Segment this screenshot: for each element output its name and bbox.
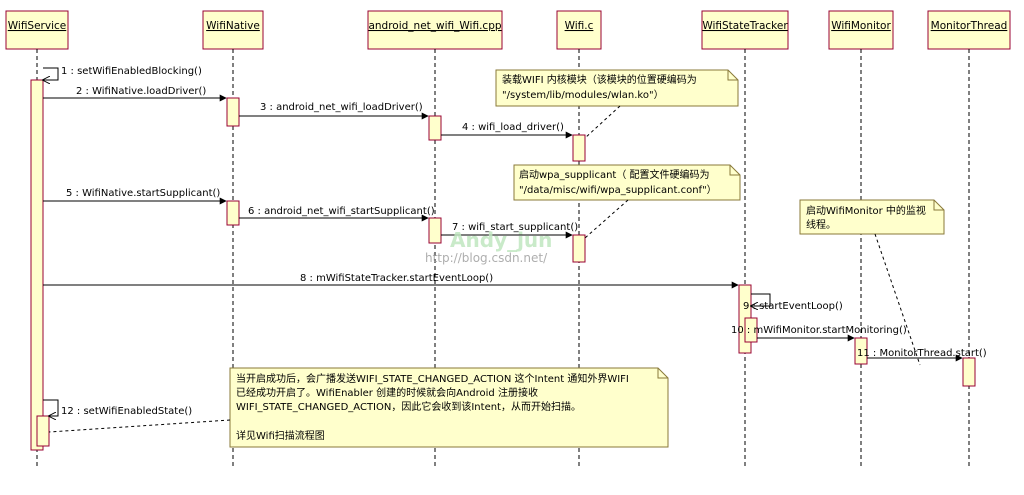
activation-native-5 xyxy=(226,200,240,226)
message-1-label: 1 : setWifiEnabledBlocking() xyxy=(61,66,202,77)
message-3-label: 3 : android_net_wifi_loadDriver() xyxy=(260,102,423,113)
message-4-label: 4 : wifi_load_driver() xyxy=(462,122,564,133)
message-1-arrow xyxy=(43,67,59,80)
participant-wifiservice: WifiService xyxy=(5,10,69,50)
message-12-arrow xyxy=(43,399,59,416)
message-8-label: 8 : mWifiStateTracker.startEventLoop() xyxy=(300,273,493,284)
activation-wific-7 xyxy=(572,234,586,263)
note-line: 装载WIFI 内核模块（该模块的位置硬编码为 xyxy=(502,73,697,86)
note-line: "/system/lib/modules/wlan.ko"） xyxy=(502,89,664,101)
message-labels: 1 : setWifiEnabledBlocking() 2 : WifiNat… xyxy=(61,66,987,417)
note-line: 启动wpa_supplicant（ 配置文件硬编码为 xyxy=(519,168,710,181)
participant-label: WifiNative xyxy=(206,20,260,32)
activation-svc-main xyxy=(30,79,44,451)
note-line: 启动WifiMonitor 中的监视 xyxy=(806,204,926,217)
participant-label: Wifi.c xyxy=(565,20,594,32)
message-arrows xyxy=(43,67,963,416)
participant-android-net-wifi-cpp: android_net_wifi_Wifi.cpp xyxy=(367,10,503,50)
activation-svc-12 xyxy=(36,415,50,447)
note-anchor-load-driver xyxy=(584,105,621,139)
participant-label: WifiMonitor xyxy=(831,20,891,32)
message-10-label: 10 : mWifiMonitor.startMonitoring() xyxy=(731,325,907,336)
note-line: 当开启成功后，会广播发送WIFI_STATE_CHANGED_ACTION 这个… xyxy=(236,372,629,385)
note-anchors xyxy=(48,105,921,433)
participant-wifimonitor: WifiMonitor xyxy=(828,10,894,50)
participant-label: MonitorThread xyxy=(931,20,1008,32)
activation-monitor-11 xyxy=(854,337,868,365)
note-anchor-monitor xyxy=(874,233,921,366)
note-anchor-broadcast xyxy=(48,419,231,433)
activations xyxy=(30,79,976,451)
note-line: WIFI_STATE_CHANGED_ACTION，因此它会收到该Intent，… xyxy=(236,400,581,413)
message-9-arrow xyxy=(751,293,771,306)
participant-label: WifiService xyxy=(8,20,67,32)
activation-native-2 xyxy=(226,97,240,127)
note-load-driver: 装载WIFI 内核模块（该模块的位置硬编码为 "/system/lib/modu… xyxy=(495,69,739,107)
note-line: 详见Wifi扫描流程图 xyxy=(236,429,325,442)
activation-cpp-3 xyxy=(428,115,442,141)
message-12-label: 12 : setWifiEnabledState() xyxy=(61,406,192,417)
message-2-label: 2 : WifiNative.loadDriver() xyxy=(76,86,206,97)
participant-label: android_net_wifi_Wifi.cpp xyxy=(368,20,501,32)
note-broadcast: 当开启成功后，会广播发送WIFI_STATE_CHANGED_ACTION 这个… xyxy=(229,367,669,448)
activation-cpp-6 xyxy=(428,217,442,244)
watermark: Andy_jun http://blog.csdn.net/ xyxy=(425,228,552,265)
participant-label: WifiStateTracker xyxy=(702,20,788,32)
note-line: "/data/misc/wifi/wpa_supplicant.conf"） xyxy=(519,184,717,196)
message-9-label: 9 : startEventLoop() xyxy=(743,301,843,312)
note-anchor-supplicant xyxy=(584,199,629,239)
message-6-label: 6 : android_net_wifi_startSupplicant() xyxy=(248,206,435,217)
watermark-name: Andy_jun xyxy=(450,228,552,252)
note-line: 线程。 xyxy=(806,218,836,231)
participant-monitorthread: MonitorThread xyxy=(927,10,1011,50)
message-5-label: 5 : WifiNative.startSupplicant() xyxy=(66,188,220,199)
participant-wifinative: WifiNative xyxy=(202,10,264,50)
note-line: 已经成功开启了。WifiEnabler 创建的时候就会向Android 注册接收 xyxy=(236,386,538,399)
watermark-url: http://blog.csdn.net/ xyxy=(425,251,548,265)
participant-wifi-c: Wifi.c xyxy=(556,10,602,50)
message-7-label: 7 : wifi_start_supplicant() xyxy=(452,222,578,233)
participant-wifistatetracker: WifiStateTracker xyxy=(701,10,789,50)
note-start-monitor: 启动WifiMonitor 中的监视 线程。 xyxy=(799,199,945,235)
activation-wific-4 xyxy=(572,134,586,162)
message-11-label: 11 : MonitorThread.start() xyxy=(857,348,987,359)
activation-tracker-10 xyxy=(744,317,758,343)
note-start-supplicant: 启动wpa_supplicant（ 配置文件硬编码为 "/data/misc/w… xyxy=(513,164,741,201)
activation-thread xyxy=(962,357,976,387)
